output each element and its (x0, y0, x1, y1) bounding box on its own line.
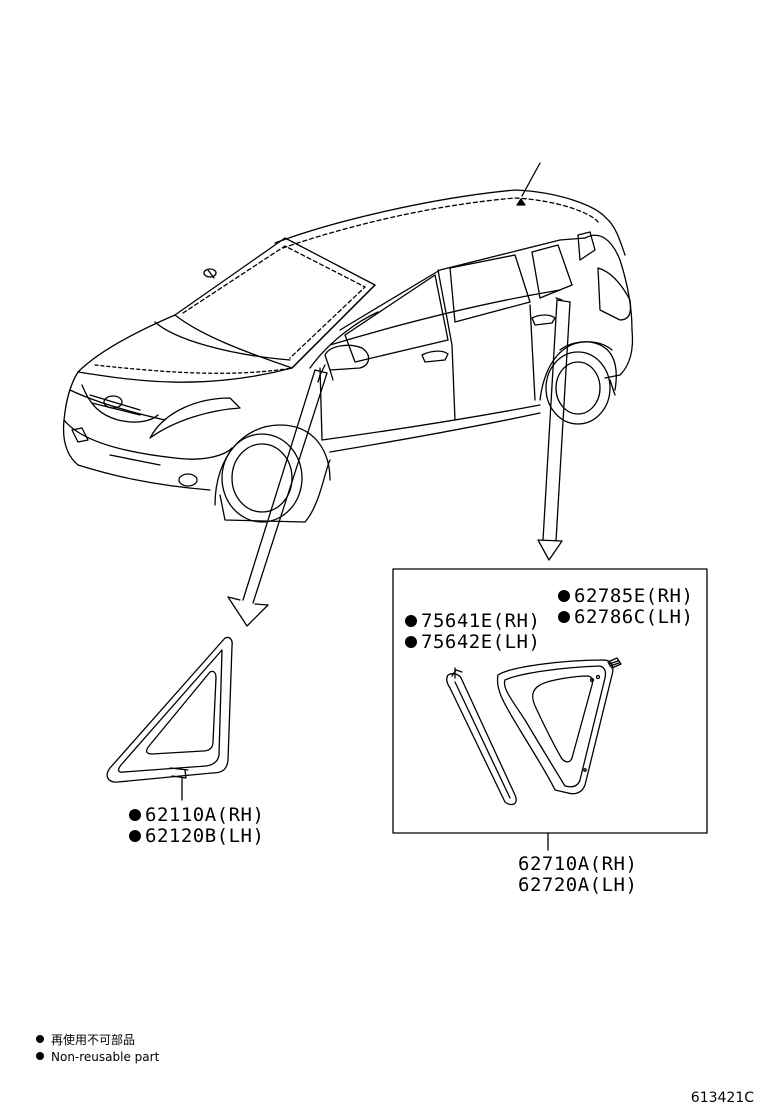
clip-part-number-rh: 62785E(RH) (558, 585, 693, 607)
non-reusable-dot-icon (129, 830, 141, 842)
figure-reference-number: 613421C (690, 1090, 754, 1106)
rear-glass-part-number-rh: 62710A(RH) (518, 853, 638, 875)
rear-glass-part-number-lh: 62720A(LH) (518, 874, 638, 896)
non-reusable-dot-icon (405, 636, 417, 648)
vehicle-illustration (62, 162, 634, 523)
legend-dot-icon (36, 1052, 44, 1060)
rear-parts-group-box (392, 568, 708, 834)
non-reusable-dot-icon (558, 590, 570, 602)
moulding-part-number-lh: 75642E(LH) (405, 631, 540, 653)
front-glass-part-number-rh: 62110A(RH) (129, 804, 264, 826)
non-reusable-dot-icon (129, 809, 141, 821)
rear-moulding-drawing (446, 667, 517, 806)
moulding-part-number-rh: 75641E(RH) (405, 610, 540, 632)
callout-arrow-rear (537, 297, 571, 561)
clip-part-number-lh: 62786C(LH) (558, 606, 693, 628)
callout-arrow-front (227, 364, 328, 627)
legend-japanese: 再使用不可部品 (36, 1033, 135, 1048)
non-reusable-dot-icon (558, 611, 570, 623)
rear-quarter-glass-drawing (496, 659, 614, 795)
legend-english: Non-reusable part (36, 1050, 159, 1065)
clip-drawing (607, 657, 622, 669)
legend-dot-icon (36, 1035, 44, 1043)
front-glass-part-number-lh: 62120B(LH) (129, 825, 264, 847)
non-reusable-dot-icon (405, 615, 417, 627)
front-quarter-glass-drawing (106, 636, 233, 801)
